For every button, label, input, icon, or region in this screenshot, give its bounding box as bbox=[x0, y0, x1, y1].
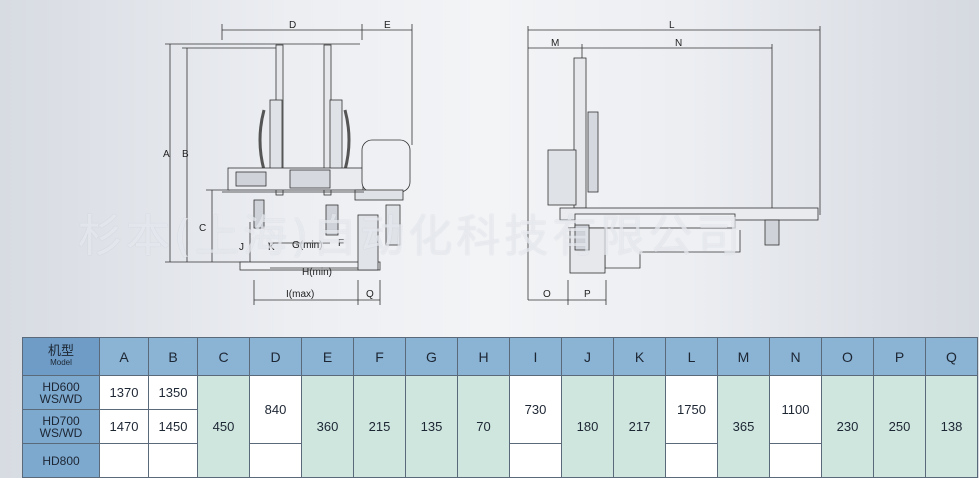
dim-label-b: B bbox=[182, 149, 189, 160]
cell-k: 217 bbox=[613, 375, 666, 478]
cell-n-hd800 bbox=[769, 443, 822, 478]
dim-label-i: I(max) bbox=[286, 289, 314, 300]
row-model-hd600: HD600 WS/WD bbox=[22, 375, 100, 410]
watermark: 杉本(上海)自动化科技有限公司 bbox=[78, 211, 745, 262]
header-a: A bbox=[99, 337, 149, 376]
header-e: E bbox=[301, 337, 354, 376]
cell-p: 250 bbox=[873, 375, 926, 478]
cell-a-hd700: 1470 bbox=[99, 409, 149, 444]
cell-a-hd800 bbox=[99, 443, 149, 478]
header-l: L bbox=[665, 337, 718, 376]
dim-label-f: F bbox=[338, 238, 344, 249]
header-p: P bbox=[873, 337, 926, 376]
table-header-row: 机型 Model A B C D E F G H I J K L M N O P… bbox=[22, 337, 978, 376]
header-i: I bbox=[509, 337, 562, 376]
header-h: H bbox=[457, 337, 510, 376]
header-b: B bbox=[148, 337, 198, 376]
header-o: O bbox=[821, 337, 874, 376]
cell-d: 840 bbox=[249, 375, 302, 444]
cell-o: 230 bbox=[821, 375, 874, 478]
header-k: K bbox=[613, 337, 666, 376]
cell-d-hd800 bbox=[249, 443, 302, 478]
dim-label-q: Q bbox=[366, 289, 374, 300]
header-model: 机型 Model bbox=[22, 337, 100, 376]
dim-label-h: H(min) bbox=[302, 267, 332, 278]
dim-label-n: N bbox=[675, 38, 682, 49]
dim-label-d: D bbox=[289, 20, 296, 31]
header-model-cn: 机型 bbox=[47, 342, 74, 358]
dim-label-c: C bbox=[199, 223, 206, 234]
dim-label-k: K bbox=[268, 242, 275, 253]
cell-j: 180 bbox=[561, 375, 614, 478]
header-j: J bbox=[561, 337, 614, 376]
header-n: N bbox=[769, 337, 822, 376]
header-g: G bbox=[405, 337, 458, 376]
dim-label-l: L bbox=[669, 20, 675, 31]
cell-b-hd800 bbox=[148, 443, 198, 478]
cell-l-hd800 bbox=[665, 443, 718, 478]
header-m: M bbox=[717, 337, 770, 376]
cell-f: 215 bbox=[353, 375, 406, 478]
cell-b-hd600: 1350 bbox=[148, 375, 198, 410]
cell-i-hd800 bbox=[509, 443, 562, 478]
header-f: F bbox=[353, 337, 406, 376]
spec-table: 机型 Model A B C D E F G H I J K L M N O P… bbox=[22, 337, 978, 478]
dim-label-a: A bbox=[163, 149, 170, 160]
cell-n: 1100 bbox=[769, 375, 822, 444]
dim-label-m: M bbox=[551, 38, 559, 49]
cell-b-hd700: 1450 bbox=[148, 409, 198, 444]
cell-g: 135 bbox=[405, 375, 458, 478]
row-model-hd800: HD800 bbox=[22, 443, 100, 478]
cell-m: 365 bbox=[717, 375, 770, 478]
cell-c: 450 bbox=[197, 375, 250, 478]
header-q: Q bbox=[925, 337, 978, 376]
table-row: HD600 WS/WD 1370 1350 450 840 360 215 13… bbox=[22, 375, 978, 478]
dim-label-g: G(min) bbox=[292, 240, 323, 251]
dim-label-o: O bbox=[543, 289, 551, 300]
cell-l: 1750 bbox=[665, 375, 718, 444]
header-model-en: Model bbox=[50, 357, 72, 367]
technical-drawing: D E A B C J K G(min) F H(min) I(max) Q L… bbox=[163, 20, 821, 305]
cell-a-hd600: 1370 bbox=[99, 375, 149, 410]
header-c: C bbox=[197, 337, 250, 376]
cell-q: 138 bbox=[925, 375, 978, 478]
cell-h: 70 bbox=[457, 375, 510, 478]
dim-label-p: P bbox=[584, 289, 591, 300]
cell-i: 730 bbox=[509, 375, 562, 444]
dim-label-j: J bbox=[239, 242, 244, 253]
row-model-hd700: HD700 WS/WD bbox=[22, 409, 100, 444]
cell-e: 360 bbox=[301, 375, 354, 478]
table-row: HD700 WS/WD 1470 1450 bbox=[22, 409, 978, 444]
header-d: D bbox=[249, 337, 302, 376]
dim-label-e: E bbox=[384, 20, 391, 31]
